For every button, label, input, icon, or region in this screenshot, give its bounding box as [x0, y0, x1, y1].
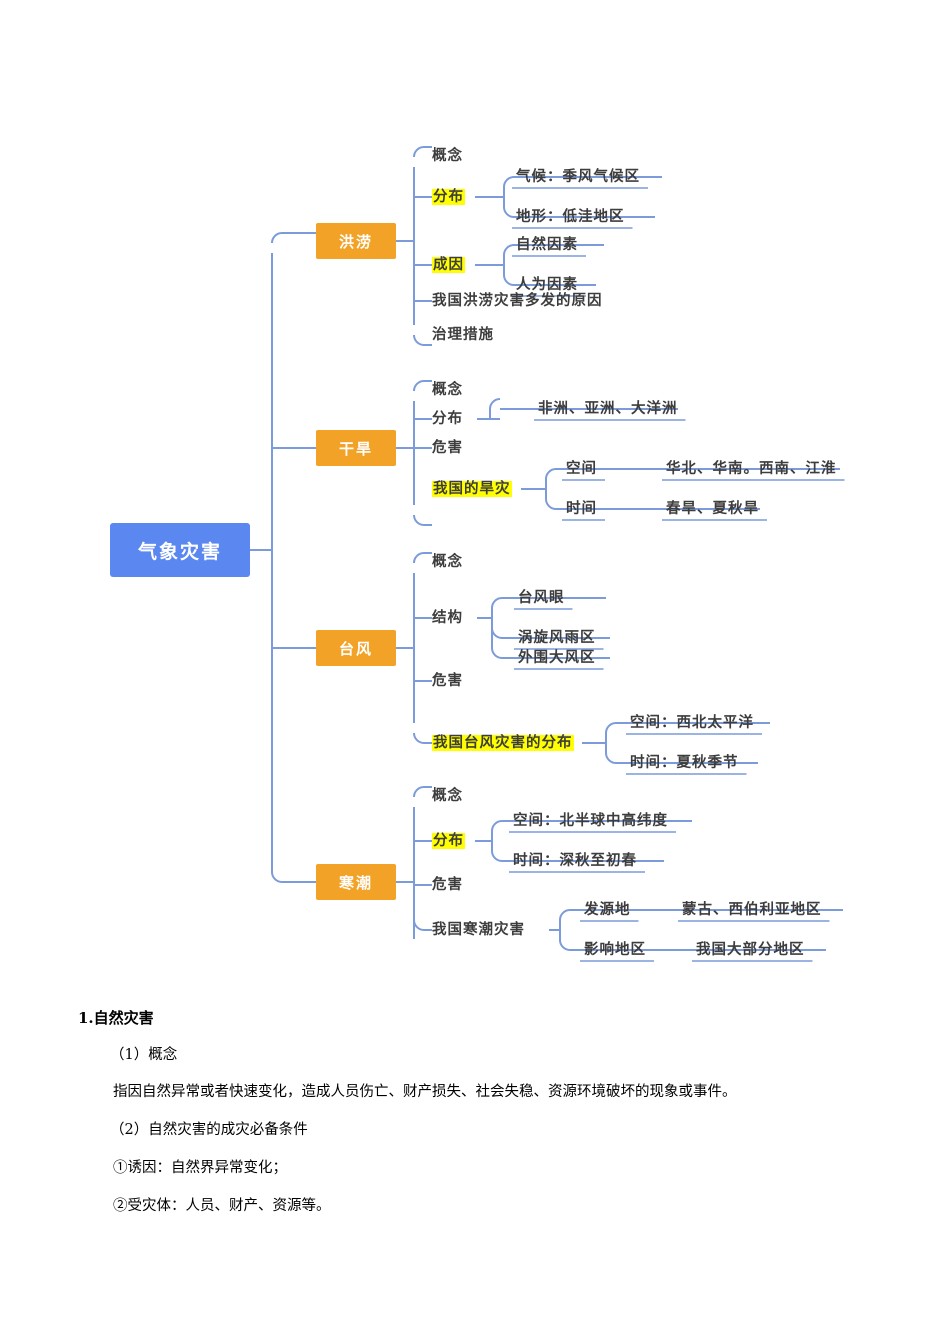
leaf-label: 时间 [566, 501, 597, 517]
leaf-coldwave-origin-value[interactable]: 蒙古、西伯利亚地区 [682, 901, 822, 919]
topic-typhoon-危害[interactable]: 危害 [432, 672, 463, 690]
topic-label: 概念 [432, 788, 463, 804]
leaf-flood-成因-2[interactable]: 人为因素 [516, 276, 578, 294]
topic-label: 分布 [432, 189, 465, 205]
leaf-drought-分布-1[interactable]: 非洲、亚洲、大洋洲 [538, 400, 678, 418]
topic-drought-分布[interactable]: 分布 [432, 410, 463, 428]
leaf-drought-space-value[interactable]: 华北、华南。西南、江淮 [666, 460, 837, 478]
topic-label: 我国寒潮灾害 [432, 922, 525, 938]
leaf-label: 非洲、亚洲、大洋洲 [538, 401, 678, 417]
topic-drought-概念[interactable]: 概念 [432, 381, 463, 399]
doc-line-4: ①诱因：自然界异常变化； [113, 1160, 287, 1176]
topic-label: 概念 [432, 554, 463, 570]
topic-label: 我国洪涝灾害多发的原因 [432, 293, 603, 309]
topic-label: 我国台风灾害的分布 [432, 735, 574, 751]
topic-typhoon-结构[interactable]: 结构 [432, 609, 463, 627]
doc-line-1: （1）概念 [110, 1047, 178, 1063]
leaf-label: 人为因素 [516, 277, 578, 293]
leaf-typhoon-结构-2[interactable]: 涡旋风雨区 [518, 629, 596, 647]
topic-drought-危害[interactable]: 危害 [432, 439, 463, 457]
category-label: 洪涝 [338, 233, 373, 251]
leaf-label: 台风眼 [518, 590, 565, 606]
leaf-value: 华北、华南。西南、江淮 [666, 461, 837, 477]
leaf-coldwave-origin-key[interactable]: 发源地 [584, 901, 631, 919]
category-label: 台风 [338, 640, 373, 658]
leaf-typhoon-dist-space[interactable]: 空间：西北太平洋 [630, 714, 754, 732]
category-node-flood[interactable]: 洪涝 [316, 223, 396, 259]
topic-label: 概念 [432, 382, 463, 398]
leaf-label: 发源地 [584, 902, 631, 918]
category-label: 干旱 [338, 440, 373, 458]
leaf-label: 外围大风区 [518, 650, 596, 666]
leaf-label: 地形：低洼地区 [516, 209, 625, 225]
leaf-typhoon-dist-time[interactable]: 时间：夏秋季节 [630, 754, 739, 772]
topic-typhoon-概念[interactable]: 概念 [432, 553, 463, 571]
doc-line-3: （2）自然灾害的成灾必备条件 [110, 1122, 308, 1138]
topic-typhoon-china-dist[interactable]: 我国台风灾害的分布 [432, 734, 574, 752]
leaf-label: 气候：季风气候区 [516, 169, 640, 185]
topic-label: 我国的旱灾 [432, 481, 512, 497]
topic-flood-分布[interactable]: 分布 [432, 188, 465, 206]
leaf-flood-分布-2[interactable]: 地形：低洼地区 [516, 208, 625, 226]
leaf-flood-分布-1[interactable]: 气候：季风气候区 [516, 168, 640, 186]
leaf-coldwave-分布-space[interactable]: 空间：北半球中高纬度 [513, 812, 668, 830]
topic-flood-measures[interactable]: 治理措施 [432, 326, 494, 344]
topic-label: 危害 [432, 877, 463, 893]
topic-drought-china[interactable]: 我国的旱灾 [432, 480, 512, 498]
topic-label: 成因 [432, 257, 465, 273]
mindmap-canvas: 气象灾害 洪涝 干旱 台风 寒潮 概念 分布 成因 我国洪涝灾害多发的原因 治理… [110, 146, 845, 962]
leaf-label: 空间：西北太平洋 [630, 715, 754, 731]
leaf-drought-time-value[interactable]: 春旱、夏秋旱 [666, 500, 759, 518]
leaf-coldwave-分布-time[interactable]: 时间：深秋至初春 [513, 852, 637, 870]
leaf-label: 空间 [566, 461, 597, 477]
topic-label: 分布 [432, 411, 463, 427]
topic-coldwave-概念[interactable]: 概念 [432, 787, 463, 805]
leaf-label: 涡旋风雨区 [518, 630, 596, 646]
topic-coldwave-危害[interactable]: 危害 [432, 876, 463, 894]
root-label: 气象灾害 [137, 541, 222, 563]
doc-line-5: ②受灾体：人员、财产、资源等。 [113, 1198, 331, 1214]
leaf-typhoon-结构-1[interactable]: 台风眼 [518, 589, 565, 607]
topic-label: 分布 [432, 833, 465, 849]
leaf-label: 自然因素 [516, 237, 578, 253]
topic-flood-成因[interactable]: 成因 [432, 256, 465, 274]
leaf-drought-time-key[interactable]: 时间 [566, 500, 597, 518]
category-node-coldwave[interactable]: 寒潮 [316, 864, 396, 900]
leaf-label: 时间：夏秋季节 [630, 755, 739, 771]
topic-label: 结构 [432, 610, 463, 626]
section-heading: 1.自然灾害 [78, 1009, 154, 1027]
doc-line-2: 指因自然异常或者快速变化，造成人员伤亡、财产损失、社会失稳、资源环境破坏的现象或… [113, 1084, 737, 1100]
leaf-label: 空间：北半球中高纬度 [513, 813, 668, 829]
leaf-flood-成因-1[interactable]: 自然因素 [516, 236, 578, 254]
leaf-value: 春旱、夏秋旱 [666, 501, 759, 517]
topic-coldwave-china[interactable]: 我国寒潮灾害 [432, 921, 525, 939]
leaf-value: 蒙古、西伯利亚地区 [682, 902, 822, 918]
leaf-label: 时间：深秋至初春 [513, 853, 637, 869]
leaf-coldwave-affected-key[interactable]: 影响地区 [584, 941, 646, 959]
topic-label: 治理措施 [432, 327, 494, 343]
category-node-typhoon[interactable]: 台风 [316, 630, 396, 666]
category-label: 寒潮 [338, 874, 373, 892]
leaf-typhoon-结构-3[interactable]: 外围大风区 [518, 649, 596, 667]
topic-coldwave-分布[interactable]: 分布 [432, 832, 465, 850]
topic-label: 危害 [432, 673, 463, 689]
topic-label: 危害 [432, 440, 463, 456]
topic-flood-causes-china[interactable]: 我国洪涝灾害多发的原因 [432, 292, 603, 310]
topic-label: 概念 [432, 148, 463, 164]
leaf-drought-space-key[interactable]: 空间 [566, 460, 597, 478]
leaf-label: 影响地区 [584, 942, 646, 958]
root-node[interactable]: 气象灾害 [110, 523, 250, 577]
leaf-value: 我国大部分地区 [696, 942, 805, 958]
category-node-drought[interactable]: 干旱 [316, 430, 396, 466]
leaf-coldwave-affected-value[interactable]: 我国大部分地区 [696, 941, 805, 959]
topic-flood-概念[interactable]: 概念 [432, 147, 463, 165]
